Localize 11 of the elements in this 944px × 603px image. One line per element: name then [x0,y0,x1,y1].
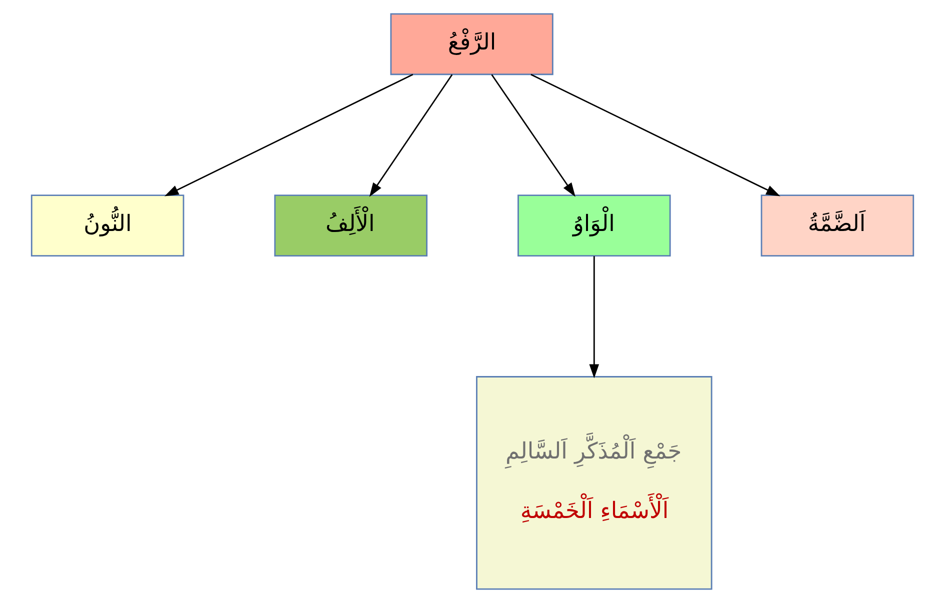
arrow [530,74,780,196]
arrow [368,74,452,197]
node-box: الرَّفْعُ [390,13,553,76]
node-box: جَمْعِ اَلْمُذَكَّرِ اَلسَّالِمِ اَلْأَسْمَاءِ اَلْخَمْسَةِ [476,376,712,590]
node-box: الْأَلِفُ [274,194,427,256]
node-box: الْوَاوُ [517,194,670,256]
node-box: اَلضَّمَّةُ [760,194,914,256]
node-box: النُّونُ [30,194,184,256]
arrow [164,74,413,196]
arrow [588,256,599,378]
arrow [490,74,575,197]
